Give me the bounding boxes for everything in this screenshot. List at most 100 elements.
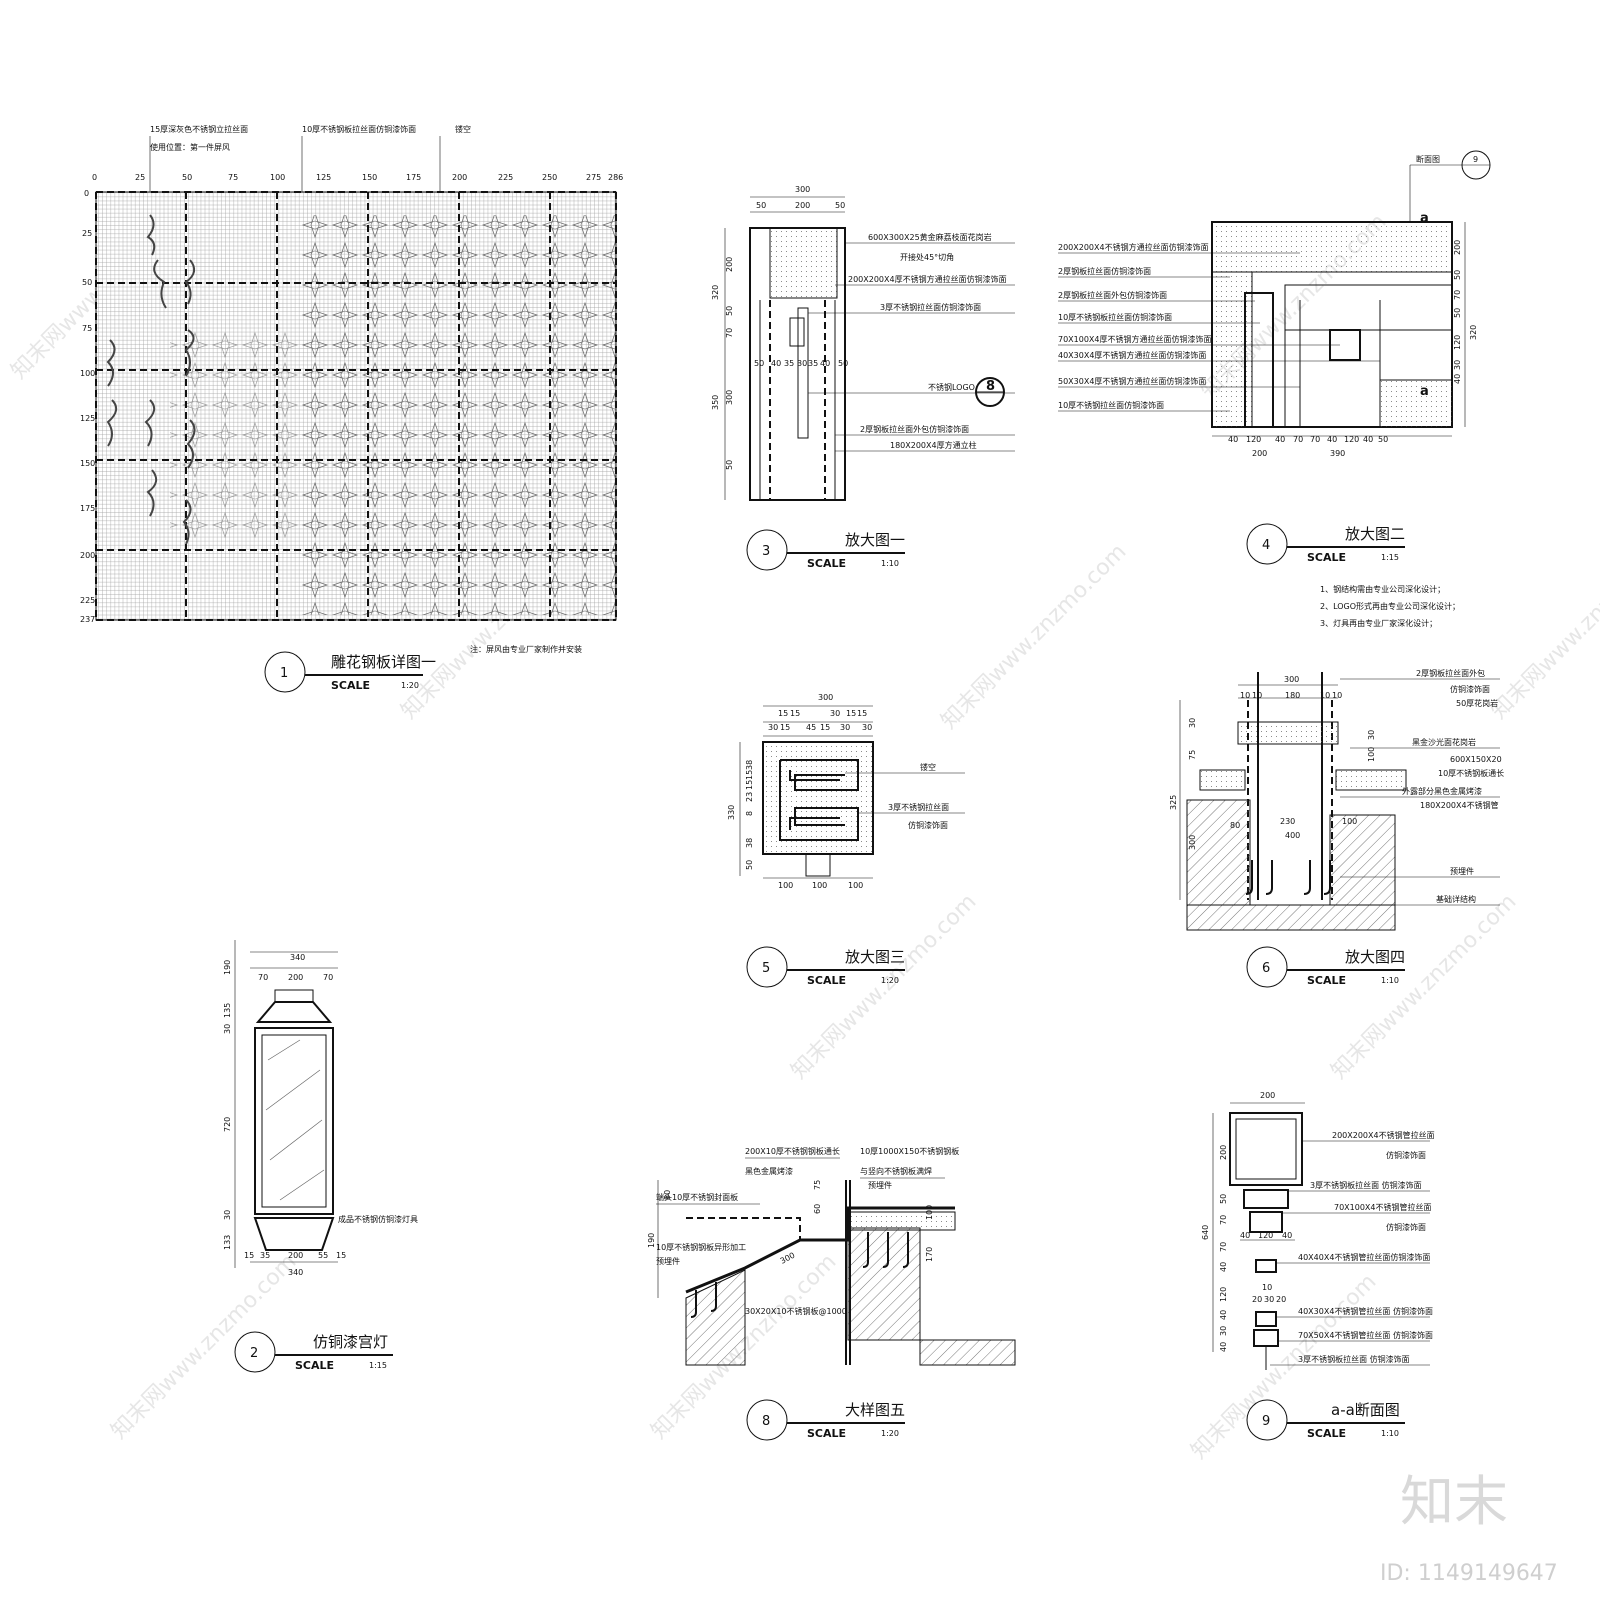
d9-callout: 70X100X4不锈钢管拉丝面 <box>1334 1202 1432 1212</box>
d6-callout: 基础详结构 <box>1436 894 1476 904</box>
watermark-text: 知末网www.znzmo.com <box>1487 529 1600 724</box>
d4-bottom-dim: 120 <box>1246 435 1261 444</box>
title-block-4: 4 放大图二 SCALE 1:15 <box>1246 523 1405 565</box>
d1-top-tick: 225 <box>498 173 513 182</box>
d8-steel-plate <box>685 1206 955 1294</box>
d6-callouts: 2厚钢板拉丝面外包 仿铜漆饰面 50厚花岗岩 黑金沙光面花岗岩 600X150X… <box>1340 668 1504 906</box>
d6-callout: 外露部分黑色金属烤漆 <box>1402 786 1482 796</box>
d4-callout: 50X30X4厚不锈钢方通拉丝面仿铜漆饰面 <box>1058 376 1206 386</box>
d3-mid-dim: 40 <box>820 359 830 368</box>
d8-right-ground <box>919 1339 1016 1366</box>
d8-dim: 100 <box>925 1205 934 1220</box>
d1-left-ticks: 0 25 50 75 100 125 150 175 200 225 237 <box>80 189 95 624</box>
d3-callout: 不锈钢LOGO <box>928 382 975 392</box>
d5-left-dim: 23 <box>745 792 754 802</box>
d2-bottom-dim: 200 <box>288 1251 303 1260</box>
d3-left-dim: 200 <box>725 257 734 272</box>
d1-left-tick: 125 <box>80 414 95 423</box>
title-9-number: 9 <box>1262 1414 1270 1429</box>
watermark-id: ID: 1149149647 <box>1380 1561 1558 1586</box>
title-block-3: 3 放大图一 SCALE 1:10 <box>746 529 905 571</box>
d1-left-tick: 75 <box>82 324 92 333</box>
d1-top-tick: 286 <box>608 173 623 182</box>
d6-side-slab <box>1199 769 1246 791</box>
d9-mid-dim: 10 <box>1262 1283 1272 1292</box>
d4-callout: 2厚钢板拉丝面仿铜漆饰面 <box>1058 266 1151 276</box>
d8-callout: 预埋件 <box>656 1256 680 1266</box>
d1-top-tick: 125 <box>316 173 331 182</box>
d9-callout: 70X50X4不锈钢管拉丝面 仿铜漆饰面 <box>1298 1330 1433 1340</box>
d9-left-dim: 70 <box>1219 1215 1228 1225</box>
d1-calligraphy <box>106 214 196 545</box>
d2-top-dim: 70 <box>258 973 268 982</box>
d4-inner-tube <box>1244 292 1274 428</box>
d3-callout: 3厚不锈钢拉丝面仿铜漆饰面 <box>880 302 981 312</box>
d6-top-dim: 300 <box>1284 675 1299 684</box>
d3-callout: 180X200X4厚方通立柱 <box>890 440 977 450</box>
d1-left-tick: 150 <box>80 459 95 468</box>
d1-left-tick: 25 <box>82 229 92 238</box>
d3-left-dim: 50 <box>725 306 734 316</box>
d4-bottom-dim: 40 <box>1228 435 1238 444</box>
d3-bracket <box>789 317 805 347</box>
d3-left-dim: 70 <box>725 328 734 338</box>
d8-right-wall <box>847 1227 921 1341</box>
title-6-scale: 1:10 <box>1381 976 1399 985</box>
d4-note: 1、钢结构需由专业公司深化设计； <box>1320 584 1445 594</box>
d9-square-tube <box>1229 1112 1303 1186</box>
d8-callout: 黑色金属烤漆 <box>745 1166 793 1176</box>
d4-bottom-dim: 120 <box>1344 435 1359 444</box>
d2-bottom-dim: 340 <box>288 1268 303 1277</box>
d9-callout: 3厚不锈钢板拉丝面 仿铜漆饰面 <box>1310 1180 1422 1190</box>
d1-top-tick: 175 <box>406 173 421 182</box>
title-2-scale: 1:15 <box>369 1361 387 1370</box>
title-block-6: 6 放大图四 SCALE 1:10 <box>1246 946 1405 988</box>
d8-callouts: 200X10厚不锈钢钢板通长 黑色金属烤漆 端头10厚不锈钢封面板 10厚不锈钢… <box>656 1146 959 1316</box>
d5-top-dim: 30 <box>830 709 840 718</box>
d4-bottom-dim: 70 <box>1293 435 1303 444</box>
d1-left-tick: 175 <box>80 504 95 513</box>
d8-dim: 300 <box>779 1251 797 1266</box>
d4-cross-frame <box>1284 284 1453 428</box>
d6-right-dim: 30 <box>1367 730 1376 740</box>
d1-left-tick: 0 <box>84 189 89 198</box>
d3-top-dim: 300 <box>795 185 810 194</box>
d5-top-dim: 45 <box>806 723 816 732</box>
d5-top-dim: 30 <box>768 723 778 732</box>
title-4-scale: 1:15 <box>1381 553 1399 562</box>
d4-note: 2、LOGO形式再由专业公司深化设计； <box>1320 601 1460 611</box>
d2-left-dim: 30 <box>223 1210 232 1220</box>
title-3-scale-label: SCALE <box>807 557 846 570</box>
d1-top-tick: 150 <box>362 173 377 182</box>
detail-1-carved-screen: 15厚深灰色不锈钢立拉丝面 使用位置：第一件屏风 10厚不锈钢板拉丝面仿铜漆饰面… <box>80 124 623 654</box>
d9-mid-dim: 40 <box>1240 1231 1250 1240</box>
d5-left-dim: 15 <box>745 770 754 780</box>
d5-top-dim: 15 <box>780 723 790 732</box>
d6-concrete-left <box>1186 799 1251 906</box>
d9-callout: 40X40X4不锈钢管拉丝面仿铜漆饰面 <box>1298 1252 1430 1262</box>
d4-notes: 1、钢结构需由专业公司深化设计； 2、LOGO形式再由专业公司深化设计； 3、灯… <box>1320 584 1460 628</box>
d1-top-tick: 100 <box>270 173 285 182</box>
d8-dim: 75 <box>813 1180 822 1190</box>
d4-right-dim: 30 <box>1453 360 1462 370</box>
d1-callout-2: 使用位置：第一件屏风 <box>150 142 230 152</box>
title-3-number: 3 <box>762 544 770 559</box>
d6-side-slab-2 <box>1335 769 1407 791</box>
title-block-2: 2 仿铜漆宫灯 SCALE 1:15 <box>234 1331 393 1373</box>
d6-callout: 预埋件 <box>1450 866 1474 876</box>
d5-meander-pattern <box>779 759 859 841</box>
d2-bottom-dim: 15 <box>244 1251 254 1260</box>
d4-bottom-dim: 200 <box>1252 449 1267 458</box>
d1-top-tick: 75 <box>228 173 238 182</box>
d2-left-dim: 133 <box>223 1235 232 1250</box>
d3-mid-dim: 35 <box>808 359 818 368</box>
d6-top-dim: 180 <box>1285 691 1300 700</box>
d5-top-dim: 30 <box>840 723 850 732</box>
title-5-scale: 1:20 <box>881 976 899 985</box>
d9-left-dim: 640 <box>1201 1225 1210 1240</box>
d8-callout: 200X10厚不锈钢钢板通长 <box>745 1146 840 1156</box>
d9-mid-dim: 20 <box>1276 1295 1286 1304</box>
watermark-text: 知末网www.znzmo.com <box>107 1249 302 1444</box>
d1-callout-4: 镂空 <box>455 124 471 134</box>
